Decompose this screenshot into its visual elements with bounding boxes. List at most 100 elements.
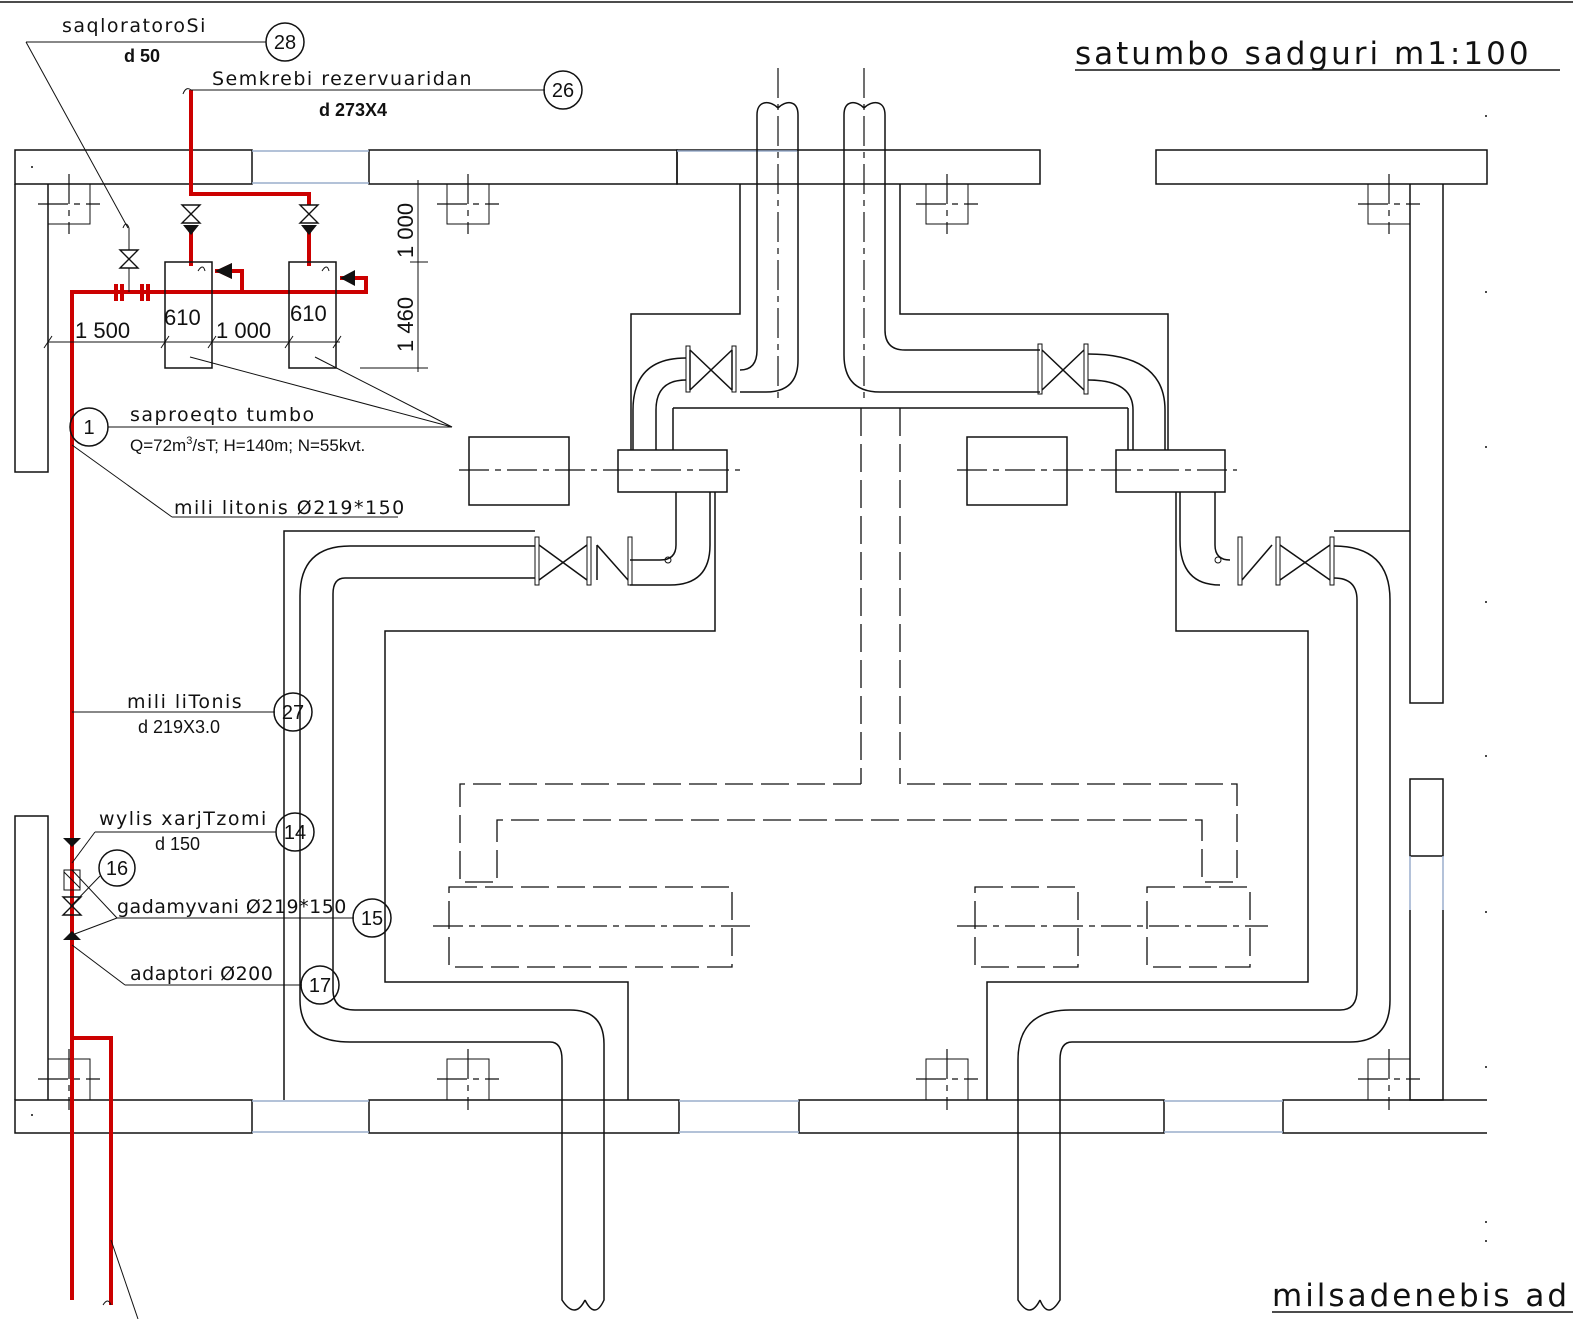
grid-dots	[31, 115, 1487, 1242]
red-outlet-pipe	[72, 1036, 113, 1305]
svg-text:28: 28	[274, 32, 296, 54]
pump-label: saproeqto tumbo	[130, 404, 316, 426]
pump-1-body	[617, 449, 728, 493]
reservoir-label: Semkrebi rezervuaridan	[212, 68, 473, 90]
dim-1000-v: 1 000	[393, 203, 418, 258]
dashed-unit-2	[974, 886, 1079, 968]
suction-pipe-left	[299, 545, 586, 1311]
marker-26	[543, 70, 583, 110]
annotation-adapter: adaptori Ø200 17	[71, 944, 340, 1005]
column	[916, 174, 978, 234]
annotation-chlorinator: saqloratoroSi d 50 28	[25, 15, 305, 229]
wall-bottom-left	[14, 1099, 253, 1134]
pipe-ends	[102, 88, 330, 1319]
marker-27	[273, 692, 313, 732]
valve-icon	[298, 204, 320, 235]
annotation-pump: 1 saproeqto tumbo Q=72m3/sT; H=140m; N=5…	[69, 356, 453, 455]
tank-outline	[459, 783, 1238, 883]
motor-1	[468, 436, 570, 506]
columns	[38, 174, 1420, 1110]
red-main-pipe	[70, 276, 368, 1300]
bottom-title: milsadenebis ad	[1272, 1278, 1573, 1314]
cast-pipe-1-label: mili litonis Ø219*150	[174, 497, 406, 519]
column	[1358, 1049, 1420, 1110]
water-meter-d: d 150	[155, 834, 200, 854]
marker-15	[352, 898, 392, 938]
valve-top-left	[685, 345, 737, 393]
bottom-title-text: milsadenebis ad	[1272, 1278, 1570, 1314]
svg-text:26: 26	[552, 80, 574, 102]
valve-top-right	[1037, 343, 1089, 395]
wall-bottom-right	[1282, 1099, 1487, 1134]
red-supply-pipe	[189, 90, 311, 205]
marker-16	[98, 849, 136, 887]
valve-icon	[180, 204, 202, 235]
dimension-lines: 1 500 1 000 1 000 1 460	[43, 180, 428, 372]
pump-base-b-label: 610	[290, 301, 327, 326]
wall-left-lower	[14, 815, 49, 1100]
valve-bottom-right	[1237, 536, 1335, 586]
cast-pipe-2-d: d 219X3.0	[138, 717, 220, 737]
valve-label: gadamyvani Ø219*150	[117, 896, 347, 918]
annotation-cast-pipe-1: mili litonis Ø219*150	[71, 444, 406, 519]
svg-text:1: 1	[83, 417, 94, 439]
riser-right	[843, 101, 1040, 351]
pump-2-body	[1115, 449, 1226, 493]
pump-base-a-label: 610	[164, 305, 201, 330]
wall-top-right	[1155, 149, 1488, 185]
dashed-unit-1	[448, 886, 733, 968]
drawing-title: satumbo sadguri m1:100	[1075, 36, 1560, 72]
dashed-unit-3	[1146, 886, 1251, 968]
pump-base-a	[164, 261, 213, 369]
suction-pipe-right	[1039, 545, 1391, 1311]
building-walls	[14, 149, 1488, 1134]
chlorinator-valve-icon	[118, 228, 140, 292]
column	[38, 1049, 100, 1110]
dim-1000-h: 1 000	[216, 318, 271, 343]
wall-right-pier	[1409, 778, 1444, 857]
marker-28	[265, 22, 305, 62]
dim-1500: 1 500	[75, 318, 130, 343]
svg-text:27: 27	[282, 702, 304, 724]
riser-left	[740, 101, 799, 393]
column	[1358, 174, 1420, 234]
main-piping	[283, 68, 1410, 1311]
cast-pipe-2-label: mili liTonis	[127, 691, 243, 713]
annotation-reservoir: Semkrebi rezervuaridan d 273X4 26	[191, 68, 583, 120]
svg-text:17: 17	[309, 975, 331, 997]
wall-top-center	[676, 149, 1041, 185]
wall-right-lower	[1409, 910, 1444, 1101]
adapter-label: adaptori Ø200	[130, 963, 273, 985]
wall-left-upper	[14, 184, 49, 473]
chlorinator-d: d 50	[124, 46, 160, 66]
annotation-cast-pipe-2: mili liTonis d 219X3.0 27	[72, 691, 313, 737]
svg-text:16: 16	[106, 858, 128, 880]
water-meter-label: wylis xarjTzomi	[99, 808, 268, 830]
svg-text:14: 14	[284, 822, 306, 844]
pump-spec: Q=72m3/sT; H=140m; N=55kvt.	[130, 435, 365, 455]
title-text: satumbo sadguri m1:100	[1075, 36, 1532, 72]
column	[437, 1049, 499, 1110]
wall-bottom-center	[798, 1099, 1165, 1134]
svg-text:15: 15	[361, 908, 383, 930]
annotation-valve: 16 gadamyvani Ø219*150 15	[71, 849, 392, 938]
pump-base-b	[288, 261, 337, 369]
wall-bottom-mid	[368, 1099, 680, 1134]
wall-top-left	[14, 149, 253, 185]
wall-top-mid	[368, 149, 678, 185]
marker-14	[275, 812, 315, 852]
column	[916, 1049, 978, 1110]
annotation-water-meter: wylis xarjTzomi d 150 14	[71, 808, 315, 864]
red-pipe-fittings	[61, 838, 83, 940]
dim-1460-v: 1 460	[393, 297, 418, 352]
column	[38, 174, 100, 234]
red-piping	[70, 90, 368, 1305]
supply-valves	[118, 204, 320, 292]
column	[437, 174, 499, 234]
wall-right-upper	[1409, 184, 1444, 704]
motor-2	[966, 436, 1068, 506]
marker-17	[300, 965, 340, 1005]
chlorinator-label: saqloratoroSi	[62, 15, 207, 37]
valve-bottom-left	[534, 536, 633, 586]
